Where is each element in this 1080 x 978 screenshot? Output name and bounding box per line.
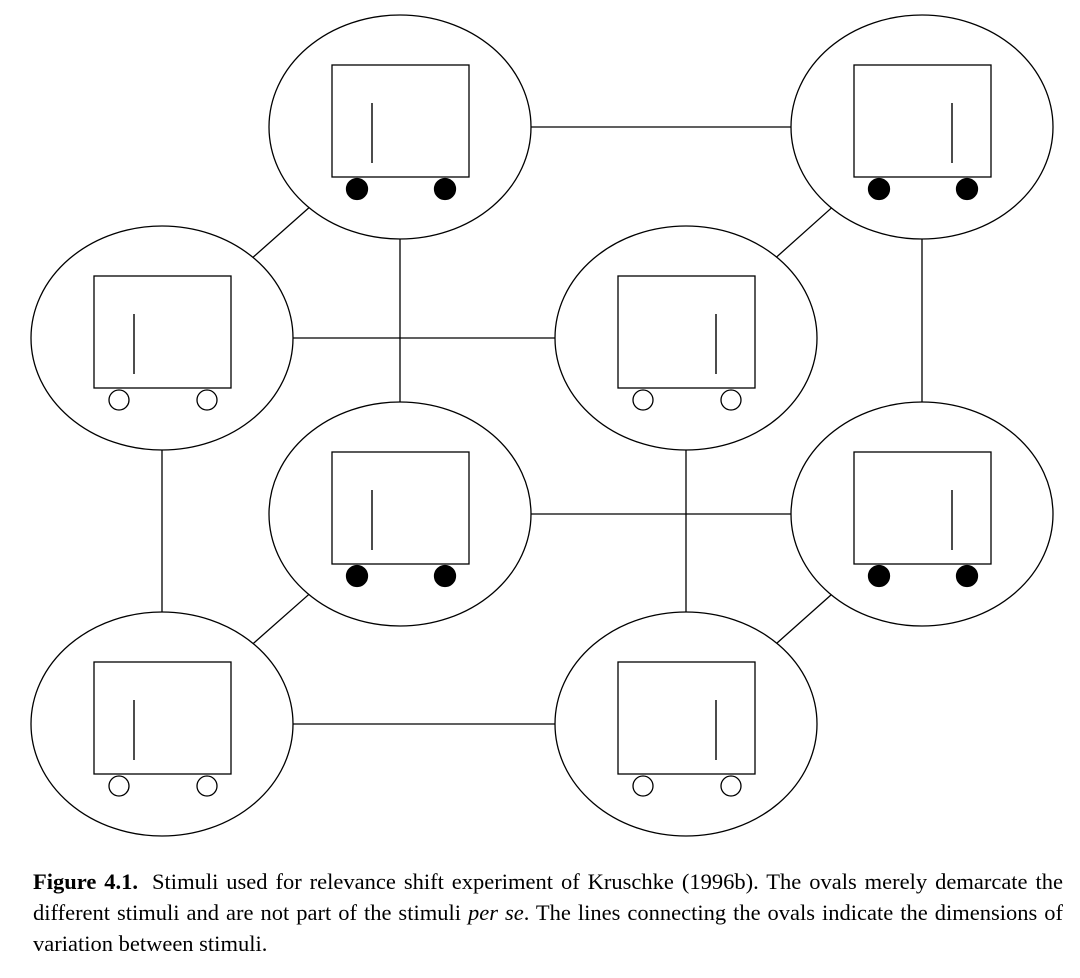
connection-line-s6-s8 bbox=[776, 594, 832, 644]
cart-box bbox=[617, 275, 756, 389]
stimulus-nodes bbox=[30, 14, 1054, 837]
right-wheel bbox=[955, 177, 979, 201]
stimulus-oval bbox=[790, 14, 1054, 240]
cart-box bbox=[93, 275, 232, 389]
stimulus-s4 bbox=[554, 225, 818, 451]
stimulus-oval bbox=[554, 225, 818, 451]
stimulus-s3 bbox=[30, 225, 294, 451]
left-wheel bbox=[108, 389, 130, 411]
connection-lines bbox=[161, 126, 923, 725]
figure-label: Figure 4.1. bbox=[33, 869, 139, 894]
right-wheel bbox=[196, 775, 218, 797]
left-wheel bbox=[345, 564, 369, 588]
cart-box bbox=[93, 661, 232, 775]
left-wheel bbox=[108, 775, 130, 797]
caption-text-1: Stimuli used for relevance shift experim… bbox=[33, 869, 1063, 925]
stimulus-oval bbox=[268, 14, 532, 240]
right-wheel bbox=[720, 389, 742, 411]
stimulus-s1 bbox=[268, 14, 532, 240]
left-wheel bbox=[345, 177, 369, 201]
stimulus-oval bbox=[268, 401, 532, 627]
cart-box bbox=[853, 64, 992, 178]
cart-box bbox=[617, 661, 756, 775]
right-wheel bbox=[433, 177, 457, 201]
cart-box bbox=[853, 451, 992, 565]
stimulus-s6 bbox=[790, 401, 1054, 627]
left-wheel bbox=[632, 389, 654, 411]
right-wheel bbox=[196, 389, 218, 411]
caption-italic: per se bbox=[467, 900, 524, 925]
right-wheel bbox=[955, 564, 979, 588]
connection-line-s2-s4 bbox=[776, 207, 832, 258]
stimulus-s2 bbox=[790, 14, 1054, 240]
caption-text-2: . The lines connecting the ovals indicat… bbox=[33, 900, 1063, 956]
figure-caption: Figure 4.1.Stimuli used for relevance sh… bbox=[33, 866, 1063, 959]
stimulus-oval bbox=[790, 401, 1054, 627]
connection-line-s1-s3 bbox=[252, 207, 310, 258]
connection-line-s5-s7 bbox=[252, 593, 310, 645]
right-wheel bbox=[433, 564, 457, 588]
stimulus-s5 bbox=[268, 401, 532, 627]
stimulus-cube-diagram bbox=[30, 14, 1054, 837]
cart-box bbox=[331, 451, 470, 565]
cart-box bbox=[331, 64, 470, 178]
left-wheel bbox=[632, 775, 654, 797]
stimulus-s8 bbox=[554, 611, 818, 837]
stimulus-oval bbox=[30, 611, 294, 837]
stimulus-oval bbox=[30, 225, 294, 451]
stimulus-s7 bbox=[30, 611, 294, 837]
right-wheel bbox=[720, 775, 742, 797]
left-wheel bbox=[867, 177, 891, 201]
left-wheel bbox=[867, 564, 891, 588]
stimulus-oval bbox=[554, 611, 818, 837]
